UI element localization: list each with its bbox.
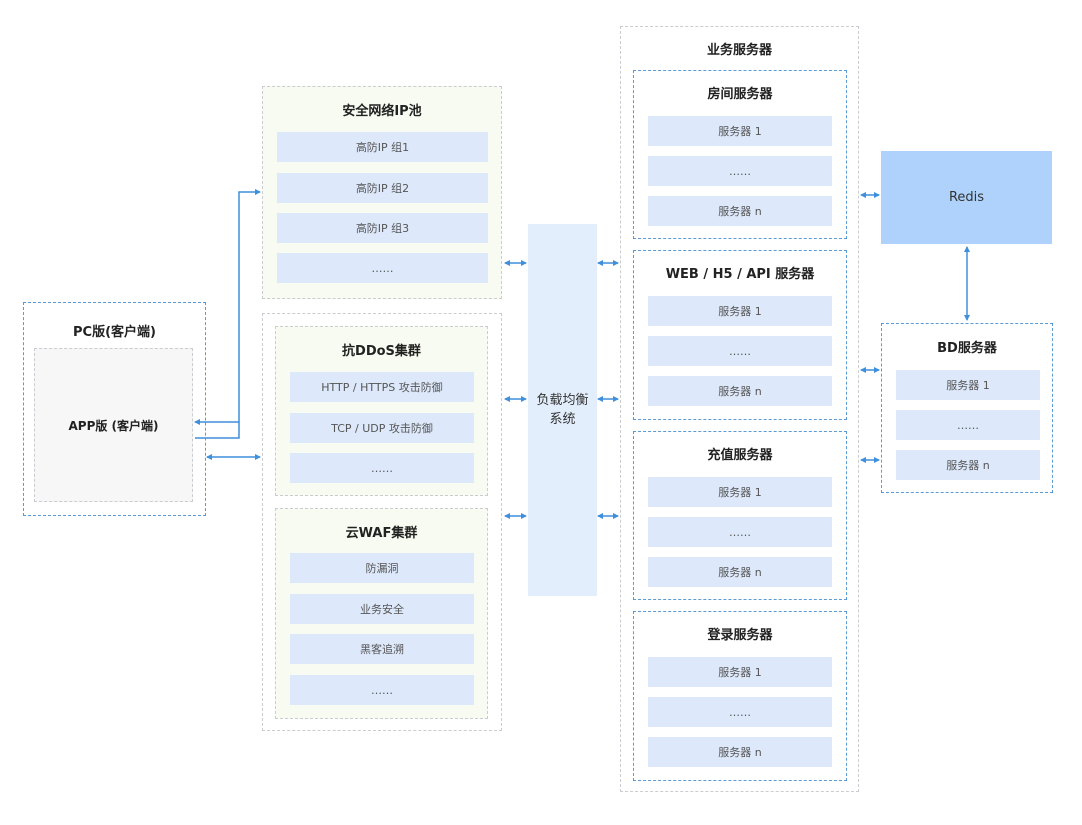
server-group-login: 登录服务器 服务器 1 …… 服务器 n [633,611,847,781]
ip-pool-item: 高防IP 组3 [277,213,488,243]
waf-cluster-title: 云WAF集群 [345,526,418,541]
arrow-client-ippool [194,189,261,425]
ip-pool-item: 高防IP 组2 [277,173,488,203]
load-balancer-line2: 系统 [549,412,576,427]
ip-pool-item: …… [277,253,488,283]
load-balancer: 负载均衡 系统 [528,224,597,596]
ip-pool-item: 高防IP 组1 [277,132,488,162]
server-item: …… [648,156,832,186]
app-client-label: APP版 (客户端) [68,419,159,433]
server-group-room: 房间服务器 服务器 1 …… 服务器 n [633,70,847,239]
bd-servers-box: BD服务器 服务器 1 …… 服务器 n [881,323,1053,493]
server-group-title: 充值服务器 [707,448,773,463]
business-servers-box: 业务服务器 房间服务器 服务器 1 …… 服务器 n WEB / H5 / AP… [620,26,859,792]
arrow-client-ippool-branch [195,422,240,439]
redis-box: Redis [881,151,1052,244]
ddos-cluster-title: 抗DDoS集群 [342,344,421,359]
waf-item: 业务安全 [290,594,474,624]
bd-servers-title: BD服务器 [937,341,997,356]
ddos-item: …… [290,453,474,483]
server-item: 服务器 n [648,376,832,406]
server-group-title: WEB / H5 / API 服务器 [665,267,815,282]
waf-item: 防漏洞 [290,553,474,583]
server-item: 服务器 1 [648,296,832,326]
server-group-title: 房间服务器 [707,87,773,102]
server-item: 服务器 n [648,737,832,767]
server-item: …… [648,336,832,366]
ip-pool-title: 安全网络IP池 [342,104,422,119]
app-client-box: APP版 (客户端) [34,348,193,502]
server-item: 服务器 1 [648,116,832,146]
server-item: 服务器 n [648,196,832,226]
ddos-item: HTTP / HTTPS 攻击防御 [290,372,474,402]
server-group-recharge: 充值服务器 服务器 1 …… 服务器 n [633,431,847,600]
server-item: …… [648,697,832,727]
ddos-cluster-box: 抗DDoS集群 HTTP / HTTPS 攻击防御 TCP / UDP 攻击防御… [275,326,488,496]
pc-client-box: PC版(客户端) APP版 (客户端) [23,302,206,516]
waf-item: 黑客追溯 [290,634,474,664]
security-cluster-box: 抗DDoS集群 HTTP / HTTPS 攻击防御 TCP / UDP 攻击防御… [262,313,502,731]
waf-item: …… [290,675,474,705]
ddos-item: TCP / UDP 攻击防御 [290,413,474,443]
pc-client-title: PC版(客户端) [73,325,156,340]
waf-cluster-box: 云WAF集群 防漏洞 业务安全 黑客追溯 …… [275,508,488,719]
bd-server-item: 服务器 n [896,450,1040,480]
redis-label: Redis [948,190,985,205]
bd-server-item: …… [896,410,1040,440]
load-balancer-line1: 负载均衡 [536,393,589,408]
server-item: …… [648,517,832,547]
bd-server-item: 服务器 1 [896,370,1040,400]
server-item: 服务器 n [648,557,832,587]
server-group-title: 登录服务器 [707,628,773,643]
server-group-web: WEB / H5 / API 服务器 服务器 1 …… 服务器 n [633,250,847,420]
server-item: 服务器 1 [648,477,832,507]
business-servers-title: 业务服务器 [706,43,772,58]
server-item: 服务器 1 [648,657,832,687]
ip-pool-box: 安全网络IP池 高防IP 组1 高防IP 组2 高防IP 组3 …… [262,86,502,299]
